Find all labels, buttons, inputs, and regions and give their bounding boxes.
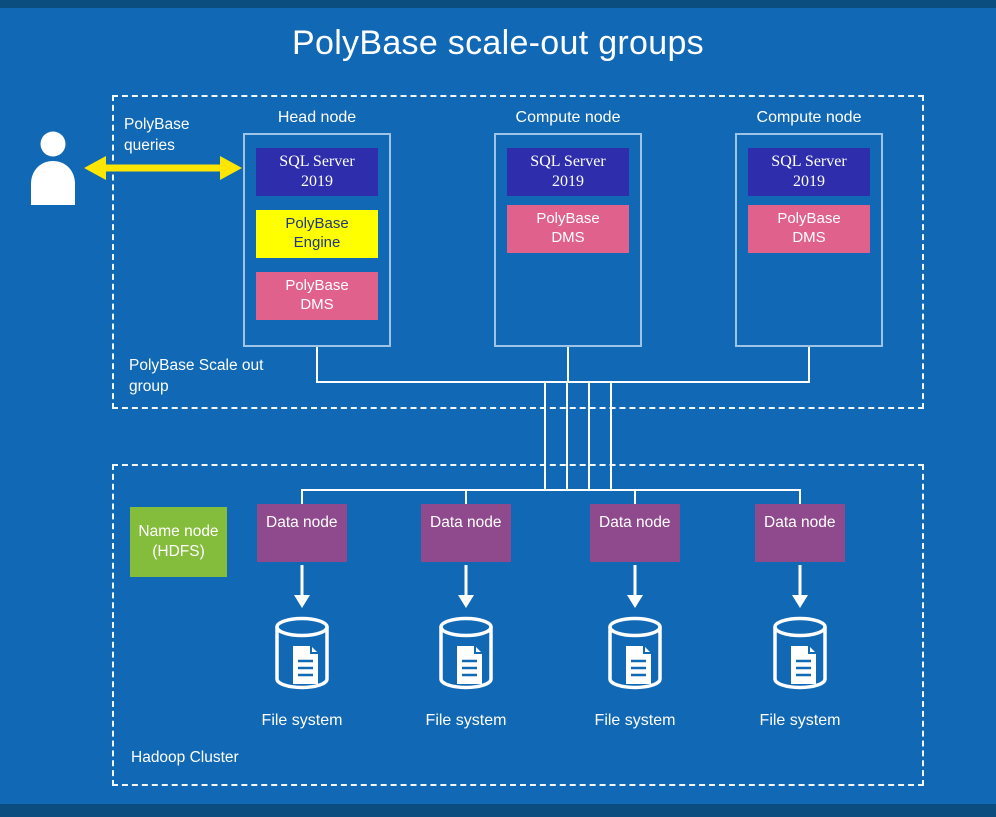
connector-line	[465, 489, 467, 505]
file-system-label: File system	[261, 712, 343, 729]
polybase-queries-label: PolyBase queries	[124, 116, 190, 154]
sql-server-2019-box: SQL Server 2019	[256, 148, 378, 196]
document-icon	[626, 646, 651, 684]
polybase-engine-box: PolyBase Engine	[256, 210, 378, 258]
polybase-dms-line2: DMS	[551, 229, 585, 246]
connector-line	[567, 347, 569, 383]
page-title: PolyBase scale-out groups	[292, 24, 704, 62]
name-node-line2: (HDFS)	[152, 543, 205, 560]
hadoop-cluster-label: Hadoop Cluster	[131, 749, 239, 766]
data-node-box-2: Data node	[421, 504, 511, 562]
compute-node-2-box: SQL Server 2019 PolyBase DMS	[735, 133, 883, 347]
hadoop-cluster-box	[112, 464, 924, 786]
name-node-line1: Name node	[138, 522, 219, 540]
sql-server-2019-box: SQL Server 2019	[507, 148, 629, 196]
down-arrow-icon	[294, 565, 310, 608]
polybase-dms-line1: PolyBase	[777, 210, 841, 228]
scale-out-group-box	[112, 95, 924, 409]
connector-line	[588, 381, 590, 491]
file-system-label: File system	[759, 712, 841, 729]
connector-line	[316, 347, 318, 383]
sql-server-line1: SQL Server	[530, 153, 606, 170]
file-system-label: File system	[425, 712, 507, 729]
connector-line	[566, 381, 568, 491]
polybase-dms-box: PolyBase DMS	[748, 205, 870, 253]
polybase-engine-line2: Engine	[293, 234, 341, 251]
database-cylinder-icon	[773, 616, 827, 690]
data-node-box-1: Data node	[257, 504, 347, 562]
connector-line	[610, 381, 612, 491]
polybase-engine-line1: PolyBase	[285, 215, 349, 233]
head-node-box: SQL Server 2019 PolyBase Engine PolyBase…	[243, 133, 391, 347]
bottom-edge-band	[0, 804, 996, 817]
database-cylinder-icon	[608, 616, 662, 690]
down-arrow-icon	[792, 565, 808, 608]
connector-bus-bottom	[301, 489, 801, 491]
document-icon	[293, 646, 318, 684]
polybase-dms-line2: DMS	[300, 296, 334, 313]
document-icon	[791, 646, 816, 684]
polybase-dms-box: PolyBase DMS	[507, 205, 629, 253]
name-node-box: Name node (HDFS)	[130, 507, 227, 577]
database-cylinder-icon	[275, 616, 329, 690]
compute-node-2-label: Compute node	[756, 109, 862, 126]
head-node-label: Head node	[277, 109, 357, 126]
down-arrow-icon	[458, 565, 474, 608]
top-edge-band	[0, 0, 996, 8]
document-icon	[457, 646, 482, 684]
scale-out-group-label: PolyBase Scale out group	[129, 357, 264, 395]
double-arrow-icon	[84, 156, 242, 180]
database-cylinder-icon	[439, 616, 493, 690]
user-icon	[31, 131, 75, 205]
polybase-dms-line1: PolyBase	[285, 277, 349, 295]
connector-line	[799, 489, 801, 505]
connector-bus-top	[316, 381, 810, 383]
connector-line	[544, 381, 546, 491]
compute-node-1-label: Compute node	[515, 109, 621, 126]
connector-line	[634, 489, 636, 505]
sql-server-line1: SQL Server	[771, 153, 847, 170]
sql-server-line2: 2019	[552, 173, 584, 190]
sql-server-line1: SQL Server	[279, 153, 355, 170]
data-node-box-4: Data node	[755, 504, 845, 562]
connector-line	[808, 347, 810, 383]
connector-line	[301, 489, 303, 505]
sql-server-line2: 2019	[793, 173, 825, 190]
polybase-dms-line2: DMS	[792, 229, 826, 246]
down-arrow-icon	[627, 565, 643, 608]
polybase-dms-line1: PolyBase	[536, 210, 600, 228]
compute-node-1-box: SQL Server 2019 PolyBase DMS	[494, 133, 642, 347]
data-node-box-3: Data node	[590, 504, 680, 562]
sql-server-line2: 2019	[301, 173, 333, 190]
polybase-dms-box: PolyBase DMS	[256, 272, 378, 320]
file-system-label: File system	[594, 712, 676, 729]
sql-server-2019-box: SQL Server 2019	[748, 148, 870, 196]
